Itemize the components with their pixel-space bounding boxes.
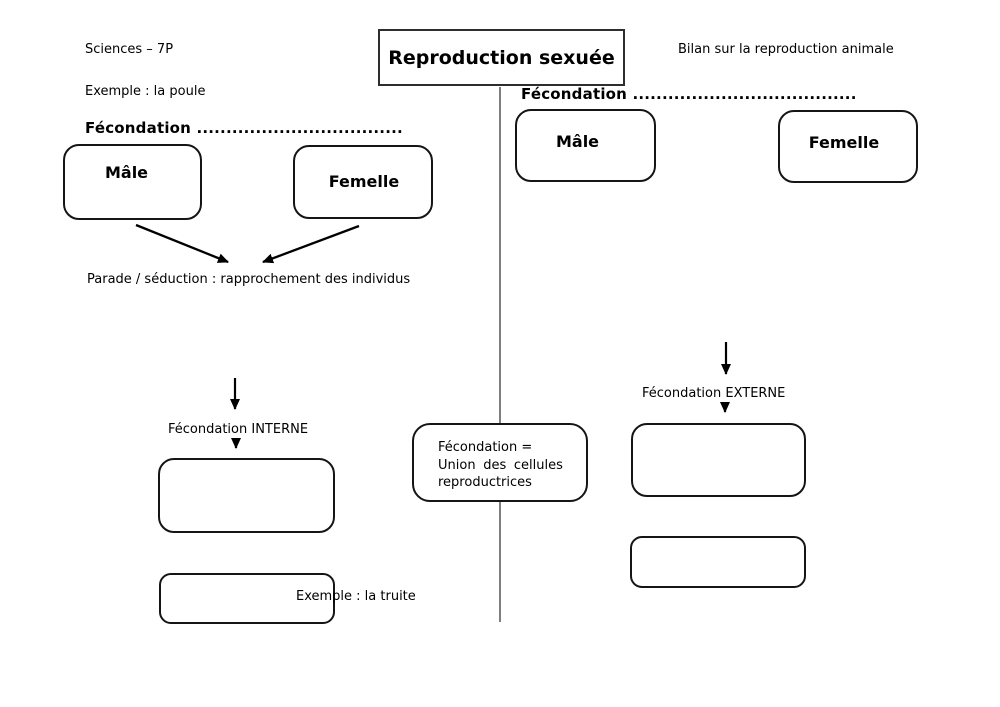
fecondation-heading-right: Fécondation ............................… [521,85,857,103]
example-poule-label: Exemple : la poule [85,84,206,99]
definition-line-1: Fécondation = [438,440,533,455]
fecondation-heading-left: Fécondation ............................… [85,119,403,137]
male-box-left: Mâle [63,144,202,220]
female-box-right: Femelle [778,110,918,183]
female-box-left: Femelle [293,145,433,219]
definition-box: Fécondation = Union des cellules reprodu… [412,423,588,502]
answer-box-interne [158,458,335,533]
fecondation-externe-label: Fécondation EXTERNE [642,386,786,401]
column-divider-line [499,87,501,622]
example-truite-label: Exemple : la truite [296,589,416,604]
fecondation-interne-label: Fécondation INTERNE [168,422,309,437]
female-label-right: Femelle [808,133,880,152]
female-label-left: Femelle [328,171,400,191]
definition-line-3: reproductrices [438,475,532,490]
definition-line-2: Union des cellules [438,457,563,473]
male-box-right: Mâle [515,109,656,182]
answer-box-truite [159,573,335,624]
answer-box-right-bottom [630,536,806,588]
arrow-male-left-to-parade [135,223,229,264]
header-note: Bilan sur la reproduction animale [678,42,894,57]
male-label-right: Mâle [555,132,600,151]
answer-box-externe [631,423,806,497]
page-title-box: Reproduction sexuée [378,29,625,86]
arrow-female-left-to-parade [262,224,360,264]
parade-seduction-label: Parade / séduction : rapprochement des i… [87,272,411,287]
male-label-left: Mâle [104,162,149,182]
page-title: Reproduction sexuée [388,46,615,69]
course-label: Sciences – 7P [85,42,174,57]
